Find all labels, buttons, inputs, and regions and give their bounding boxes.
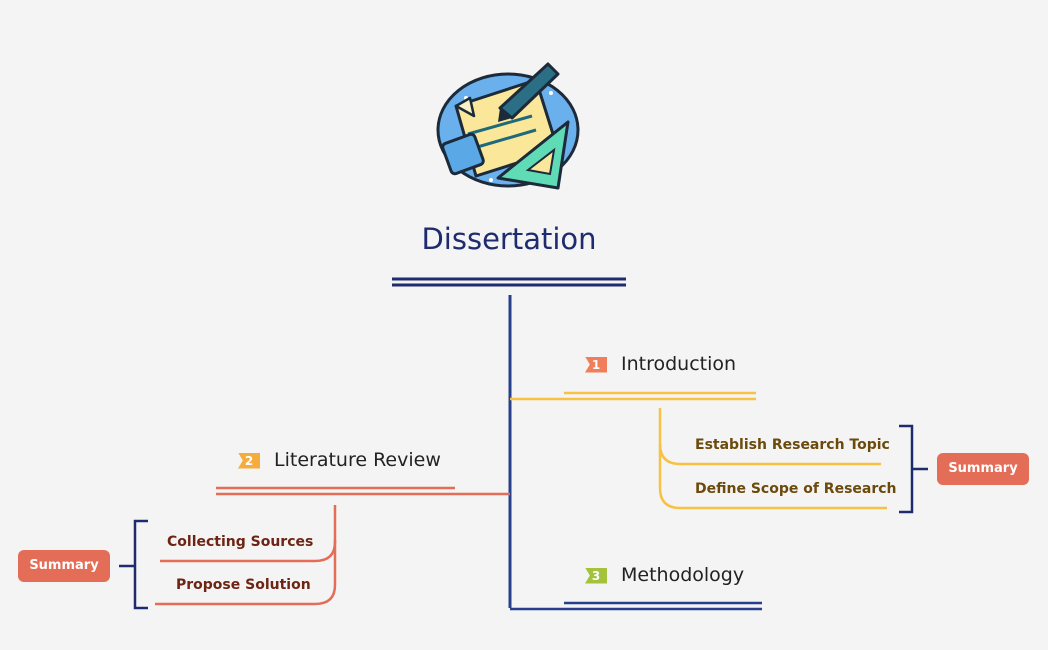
central-topic-title: Dissertation bbox=[421, 222, 597, 256]
summary-introduction[interactable]: Summary bbox=[937, 453, 1029, 485]
summary-literature-review[interactable]: Summary bbox=[18, 550, 110, 582]
topic-introduction[interactable]: 1 Introduction bbox=[585, 353, 736, 375]
subtopic-define-scope[interactable]: Define Scope of Research bbox=[695, 481, 897, 497]
stationery-icon bbox=[436, 62, 580, 190]
topic-literature-review[interactable]: 2 Literature Review bbox=[238, 449, 441, 471]
topic-label: Introduction bbox=[621, 353, 737, 375]
subtopic-establish-research-topic[interactable]: Establish Research Topic bbox=[695, 437, 890, 453]
topic-number-badge: 1 bbox=[585, 356, 607, 373]
topic-label: Methodology bbox=[621, 564, 745, 586]
topic-methodology[interactable]: 3 Methodology bbox=[585, 564, 744, 586]
subtopic-collecting-sources[interactable]: Collecting Sources bbox=[167, 534, 314, 550]
topic-number-badge: 2 bbox=[238, 452, 260, 469]
subtopic-propose-solution[interactable]: Propose Solution bbox=[176, 577, 311, 593]
topic-label: Literature Review bbox=[274, 449, 441, 471]
topic-number-badge: 3 bbox=[585, 567, 607, 584]
